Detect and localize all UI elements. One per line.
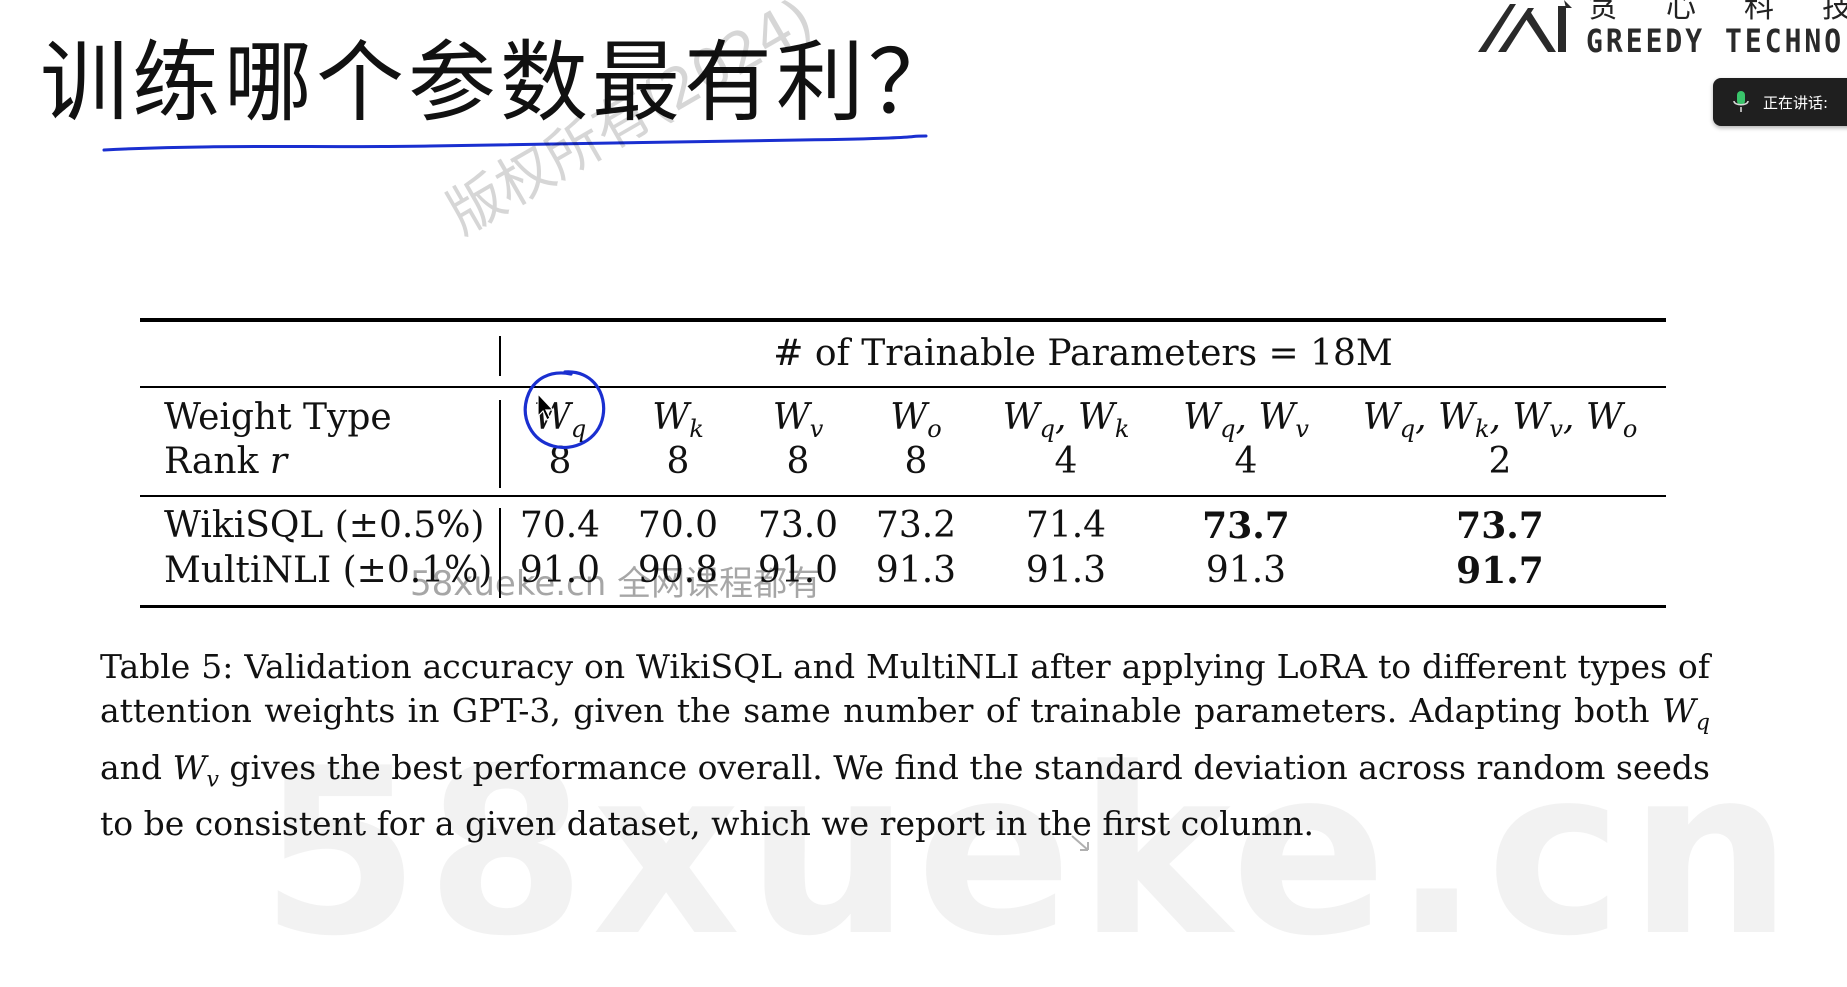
- table-vertical-divider: [499, 336, 501, 376]
- col-rank-all: 2: [1488, 441, 1512, 482]
- table-mid-rule-2: [140, 495, 1666, 497]
- mouse-cursor-icon: [537, 392, 555, 421]
- watermark-large: 58xueke.cn: [260, 720, 1799, 987]
- col-weight-wv: Wv: [772, 397, 824, 444]
- row-label-multinli: MultiNLI (±0.1%): [164, 550, 493, 591]
- col-multinli-wq-wk: 91.3: [1025, 550, 1107, 591]
- caption-part-3: gives the best performance overall. We f…: [100, 747, 1710, 844]
- col-wikisql-wk: 70.0: [637, 505, 719, 546]
- caption-wq-sub: q: [1695, 710, 1710, 736]
- col-wikisql-wq-wk: 71.4: [1025, 505, 1107, 546]
- weight-subscript: q: [570, 415, 587, 444]
- col-multinli-wo: 91.3: [875, 550, 957, 591]
- speaking-indicator[interactable]: 正在讲话:: [1713, 78, 1847, 126]
- rank-text: Rank: [164, 441, 259, 482]
- col-rank-wq-wk: 4: [1054, 441, 1078, 482]
- table-header-group: # of Trainable Parameters = 18M: [773, 333, 1393, 374]
- caption-part-1: Table 5: Validation accuracy on WikiSQL …: [100, 647, 1710, 730]
- table-caption: Table 5: Validation accuracy on WikiSQL …: [100, 645, 1710, 846]
- col-rank-wq: 8: [548, 441, 572, 482]
- microphone-icon: [1733, 91, 1749, 112]
- col-rank-wk: 8: [666, 441, 690, 482]
- greedy-logo: 贪心科技 GREEDY TECHNOLOGY: [1470, 0, 1847, 62]
- caption-wq: W: [1661, 691, 1696, 730]
- col-multinli-wv: 91.0: [757, 550, 839, 591]
- col-multinli-wq: 91.0: [519, 550, 601, 591]
- col-weight-wo: Wo: [890, 397, 942, 444]
- logo-english-text: GREEDY TECHNOLOGY: [1586, 22, 1847, 60]
- watermark-inline: 58xueke.cn 全网课程都有: [410, 564, 822, 604]
- col-weight-wq-wv: Wq, Wv: [1183, 397, 1309, 444]
- logo-chinese-text: 贪心科技: [1588, 0, 1847, 25]
- row-label-weight-type: Weight Type: [164, 397, 392, 438]
- slide-title: 训练哪个参数最有利？: [40, 31, 961, 134]
- caption-wv-sub: v: [206, 767, 219, 793]
- table-mid-rule: [140, 386, 1666, 388]
- col-wikisql-wo: 73.2: [875, 505, 957, 546]
- col-multinli-wk: 90.8: [637, 550, 719, 591]
- caption-wv: W: [172, 747, 207, 787]
- col-wikisql-wq-wv: 73.7: [1202, 505, 1290, 547]
- speaking-label: 正在讲话:: [1763, 93, 1829, 112]
- col-wikisql-wv: 73.0: [757, 505, 839, 546]
- col-multinli-all: 91.7: [1456, 550, 1544, 592]
- col-multinli-wq-wv: 91.3: [1205, 550, 1287, 591]
- col-rank-wo: 8: [904, 441, 928, 482]
- col-weight-wk: Wk: [652, 397, 704, 444]
- handwritten-underline: [102, 134, 928, 152]
- pointer-mark-icon: [1071, 835, 1089, 851]
- caption-part-2: and: [100, 747, 173, 787]
- col-weight-all: Wq, Wk, Wv, Wo: [1362, 397, 1638, 444]
- col-weight-wq-wk: Wq, Wk: [1002, 397, 1130, 444]
- col-rank-wv: 8: [786, 441, 810, 482]
- logo-mark-icon: [1478, 0, 1572, 52]
- table-vertical-divider-2: [499, 400, 501, 488]
- row-label-rank: Rank r: [164, 440, 287, 484]
- table-top-rule: [140, 318, 1666, 322]
- table-bottom-rule: [140, 605, 1666, 608]
- col-rank-wq-wv: 4: [1234, 441, 1258, 482]
- table-vertical-divider-3: [499, 508, 501, 598]
- row-label-wikisql: WikiSQL (±0.5%): [164, 505, 485, 546]
- col-wikisql-all: 73.7: [1456, 505, 1544, 547]
- rank-symbol: r: [269, 441, 288, 482]
- col-wikisql-wq: 70.4: [519, 505, 601, 546]
